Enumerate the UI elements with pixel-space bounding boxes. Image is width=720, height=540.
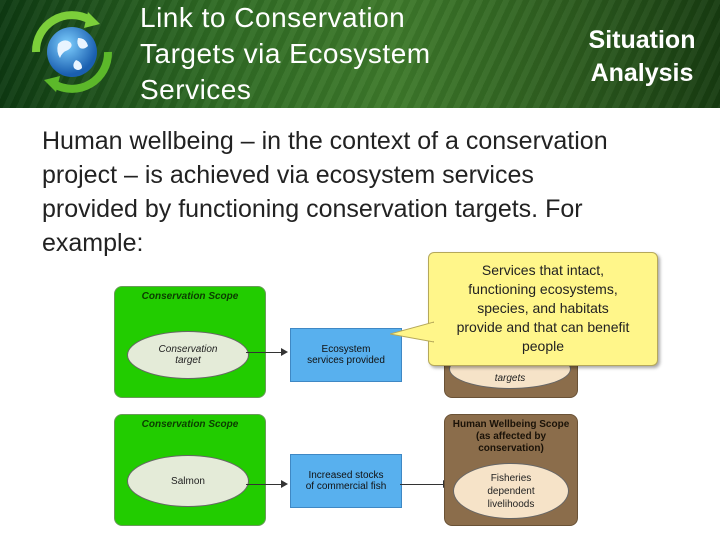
target-line: Conservation <box>158 344 218 355</box>
title-line: Services <box>140 74 252 105</box>
callout-pointer-icon <box>390 321 434 343</box>
wellbeing-partial-label: targets <box>494 373 526 384</box>
arrow-right <box>246 480 288 488</box>
body-line: project – is achieved via ecosystem serv… <box>42 161 534 189</box>
body-line: example: <box>42 229 144 257</box>
body-line: provided by functioning conservation tar… <box>42 195 583 223</box>
service-line: Increased stocks <box>308 470 384 481</box>
callout-box: Services that intact, functioning ecosys… <box>428 252 658 366</box>
conservation-scope-box: Conservation Scope Salmon <box>114 414 266 526</box>
target-line: target <box>175 355 201 366</box>
callout-line: provide and that can benefit <box>456 319 630 335</box>
callout-line: people <box>521 338 565 354</box>
scope-title: Conservation Scope <box>141 291 239 302</box>
section-label: Situation Analysis <box>572 24 712 90</box>
wellbeing-title-line: (as affected by <box>475 431 547 442</box>
header-banner: Link to Conservation Targets via Ecosyst… <box>0 0 720 108</box>
body-paragraph: Human wellbeing – in the context of a co… <box>42 124 702 260</box>
salmon-label: Salmon <box>171 475 205 487</box>
wellbeing-title-line: conservation) <box>478 443 544 454</box>
callout-line: species, and habitats <box>477 300 609 316</box>
callout-line: functioning ecosystems, <box>468 281 618 297</box>
wellbeing-scope-title: Human Wellbeing Scope (as affected by co… <box>445 419 577 455</box>
conservation-target-ellipse: Conservation target <box>127 331 249 379</box>
service-line: services provided <box>307 355 385 366</box>
salmon-ellipse: Salmon <box>127 455 249 507</box>
livelihood-line: Fisheries <box>490 472 532 484</box>
scope-title: Conservation Scope <box>141 419 239 430</box>
wellbeing-scope-box: Human Wellbeing Scope (as affected by co… <box>444 414 578 526</box>
arrow-right <box>246 348 288 356</box>
service-box: Increased stocks of commercial fish <box>290 454 402 508</box>
service-box: Ecosystem services provided <box>290 328 402 382</box>
service-line: Ecosystem <box>321 344 371 355</box>
example-diagram: Conservation Scope Conservation target E… <box>110 284 580 530</box>
body-line: Human wellbeing – in the context of a co… <box>42 127 608 155</box>
title-line: Link to Conservation <box>140 2 406 33</box>
callout-line: Services that intact, <box>481 262 605 278</box>
title-line: Targets via Ecosystem <box>140 38 431 69</box>
arrow-right <box>400 480 450 488</box>
slide-title: Link to Conservation Targets via Ecosyst… <box>140 0 500 108</box>
conservation-scope-box: Conservation Scope Conservation target <box>114 286 266 398</box>
livelihood-line: livelihoods <box>487 498 535 510</box>
livelihoods-ellipse: Fisheries dependent livelihoods <box>453 463 569 519</box>
wellbeing-title-line: Human Wellbeing Scope <box>452 419 570 430</box>
service-line: of commercial fish <box>305 481 387 492</box>
section-line: Analysis <box>590 59 694 87</box>
livelihood-line: dependent <box>487 485 535 497</box>
section-line: Situation <box>588 26 696 54</box>
globe-recycle-logo-icon <box>31 11 113 93</box>
